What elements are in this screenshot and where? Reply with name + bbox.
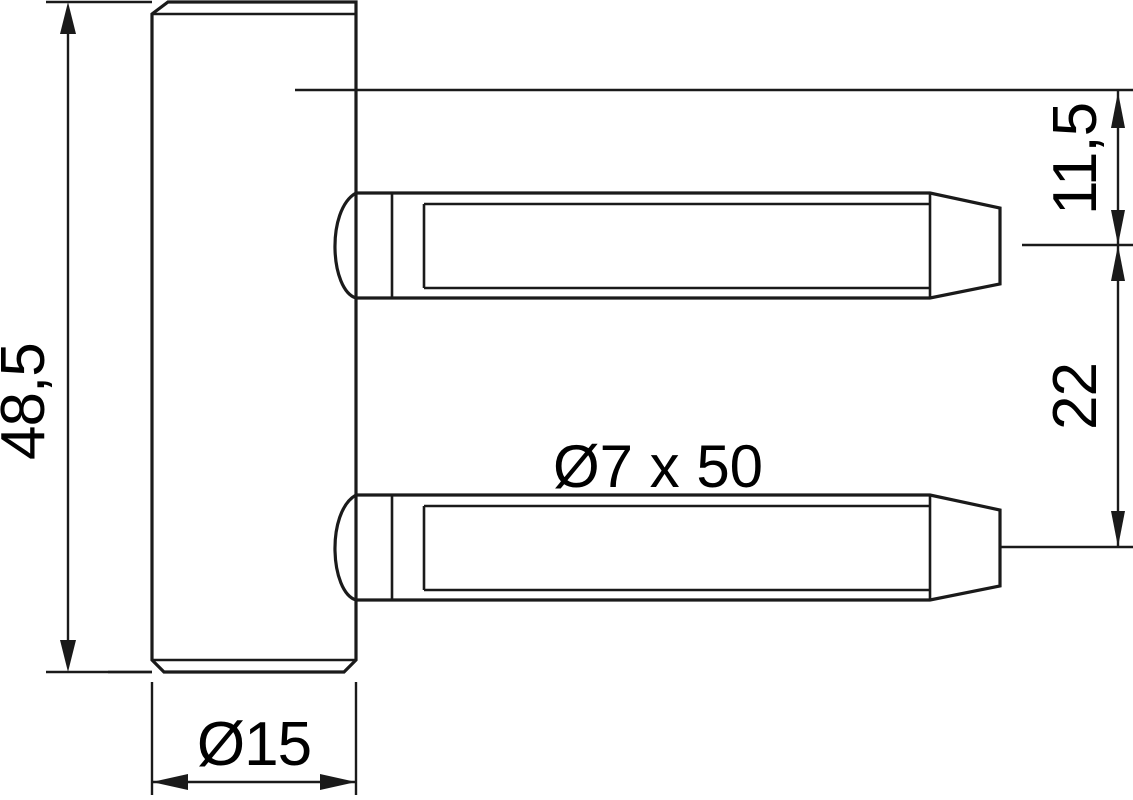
- upper-pin: [333, 191, 1002, 300]
- dimension-label-pin-spacing: 22: [1041, 363, 1110, 430]
- mounting-plate: [150, 0, 358, 674]
- arrowhead-up: [60, 2, 76, 34]
- dimension-label-plate-height: 48,5: [0, 343, 58, 460]
- lower-pin: [333, 493, 1002, 602]
- arrowhead-up: [1111, 245, 1125, 281]
- arrowhead-down: [60, 640, 76, 672]
- arrowhead-up: [1111, 92, 1125, 128]
- arrowhead-left: [152, 774, 188, 790]
- dimension-plate-diameter: Ø15: [108, 670, 358, 795]
- dimension-top-pin-offset: 11,5: [295, 88, 1133, 247]
- dimension-plate-height: 48,5: [0, 0, 152, 674]
- pin-specification-label: Ø7 x 50: [553, 433, 763, 500]
- arrowhead-down: [1111, 210, 1125, 245]
- dimension-label-top-pin-offset: 11,5: [1041, 103, 1110, 215]
- dimension-pin-spacing: 22: [1000, 245, 1133, 549]
- arrowhead-down: [1111, 511, 1125, 547]
- dimension-label-plate-diameter: Ø15: [197, 710, 311, 779]
- arrowhead-right: [320, 774, 356, 790]
